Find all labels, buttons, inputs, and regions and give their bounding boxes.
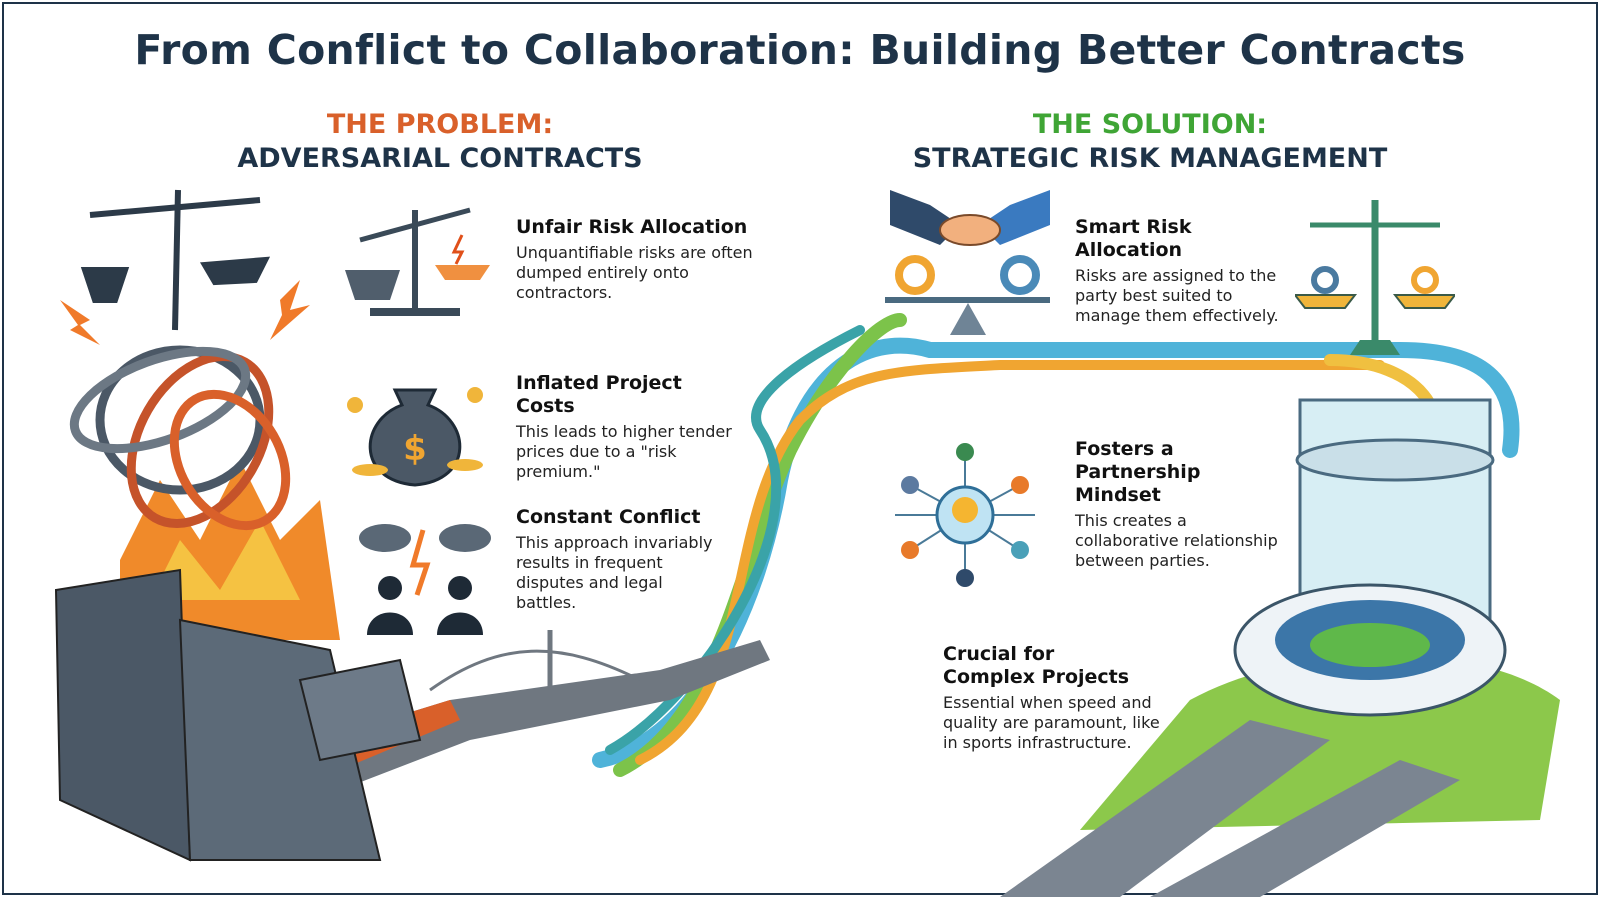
item-text: Risks are assigned to the party best sui… (1075, 266, 1279, 325)
item-title: Inflated Project Costs (516, 372, 682, 417)
chaos-rocks-fire-icon (54, 460, 422, 862)
item-title: Crucial for Complex Projects (943, 643, 1130, 688)
svg-text:$: $ (403, 429, 427, 469)
problem-title: ADVERSARIAL CONTRACTS (237, 143, 643, 174)
balanced-scale-gears-icon (1295, 200, 1455, 355)
money-bag-icon: $ (347, 387, 483, 487)
unbalanced-scale-icon (345, 207, 490, 316)
lightning-bolt-icon (60, 280, 310, 345)
solution-title: STRATEGIC RISK MANAGEMENT (912, 143, 1388, 174)
page-title: From Conflict to Collaboration: Building… (134, 26, 1466, 74)
problem-heading: THE PROBLEM: ADVERSARIAL CONTRACTS (180, 108, 700, 176)
solution-item-partnership: Fosters a Partnership Mindset This creat… (1075, 438, 1290, 571)
solution-item-smart-risk: Smart Risk Allocation Risks are assigned… (1075, 216, 1290, 326)
item-text: This leads to higher tender prices due t… (516, 422, 732, 481)
solution-item-complex-projects: Crucial for Complex Projects Essential w… (943, 643, 1173, 753)
item-text: This approach invariably results in freq… (516, 533, 713, 612)
item-title: Smart Risk Allocation (1075, 216, 1192, 261)
tangled-ropes-icon (69, 345, 291, 531)
problem-item-unfair-risk: Unfair Risk Allocation Unquantifiable ri… (516, 216, 756, 303)
problem-item-constant-conflict: Constant Conflict This approach invariab… (516, 506, 726, 613)
item-title: Constant Conflict (516, 506, 701, 528)
item-text: Essential when speed and quality are par… (943, 693, 1160, 752)
network-lightbulb-icon (895, 443, 1035, 587)
item-text: Unquantifiable risks are often dumped en… (516, 243, 753, 302)
problem-kicker: THE PROBLEM: (326, 109, 554, 140)
broken-scale-icon (80, 189, 271, 331)
problem-item-inflated-costs: Inflated Project Costs This leads to hig… (516, 372, 746, 482)
arguing-people-storm-icon (359, 524, 491, 635)
stadium-icon (1000, 583, 1560, 897)
item-title: Unfair Risk Allocation (516, 216, 748, 238)
handshake-balanced-scale-icon (885, 190, 1050, 335)
solution-kicker: THE SOLUTION: (1032, 109, 1268, 140)
solution-heading: THE SOLUTION: STRATEGIC RISK MANAGEMENT (880, 108, 1420, 176)
item-text: This creates a collaborative relationshi… (1075, 511, 1278, 570)
item-title: Fosters a Partnership Mindset (1075, 438, 1201, 506)
